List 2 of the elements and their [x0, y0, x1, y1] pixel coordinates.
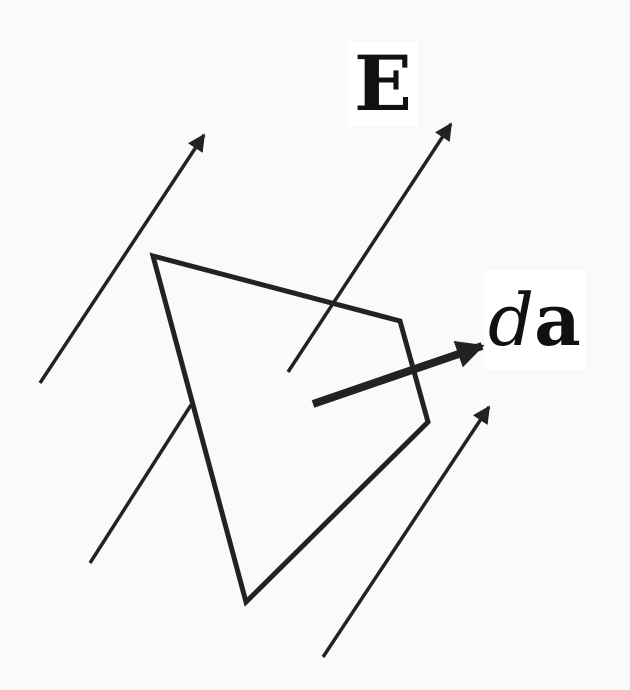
- field-symbol: E: [348, 42, 418, 126]
- area-vector-symbol: da: [484, 270, 585, 370]
